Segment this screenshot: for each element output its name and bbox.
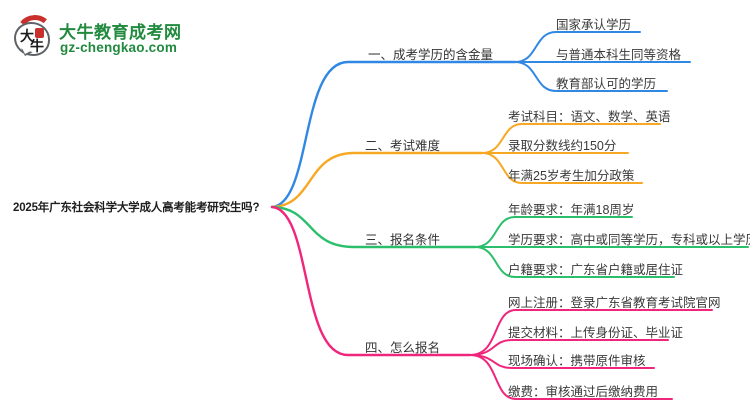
leaf-node: 年满25岁考生加分政策 bbox=[508, 169, 635, 183]
branch-label-4: 四、怎么报名 bbox=[365, 341, 441, 355]
logo-brand-name: 大牛教育成考网 bbox=[59, 23, 182, 42]
leaf-node: 国家承认学历 bbox=[556, 18, 632, 32]
branch-label-1: 一、成考学历的含金量 bbox=[368, 48, 494, 62]
leaf-node: 户籍要求：广东省户籍或居住证 bbox=[508, 263, 684, 277]
logo-char-da: 大 bbox=[20, 30, 34, 45]
leaf-node: 录取分数线约150分 bbox=[508, 139, 617, 153]
connector-b4-leaf-4 bbox=[469, 354, 673, 400]
trunk-branch-3 bbox=[270, 205, 477, 249]
trunk-branch-2 bbox=[270, 151, 484, 209]
branch-label-2: 二、考试难度 bbox=[365, 139, 441, 153]
logo-speech-bubble-icon: 大 牛 bbox=[14, 22, 50, 56]
trunk-branch-1 bbox=[270, 60, 517, 209]
leaf-node: 与普通本科生同等资格 bbox=[556, 48, 682, 62]
leaf-node: 网上注册：登录广东省教育考试院官网 bbox=[508, 296, 721, 310]
connector-b4-leaf-1 bbox=[469, 309, 713, 356]
connector-b3-leaf-1 bbox=[474, 216, 633, 248]
logo-bubble-icon: 大 牛 bbox=[12, 13, 56, 65]
root-topic: 2025年广东社会科学大学成人高考能考研究生吗? bbox=[13, 202, 260, 214]
connector-b2-leaf-3 bbox=[481, 152, 643, 184]
leaf-node: 现场确认：携带原件审核 bbox=[508, 354, 646, 368]
logo-char-niu: 牛 bbox=[30, 40, 44, 55]
branch-label-3: 三、报名条件 bbox=[365, 233, 441, 247]
logo-seal-icon bbox=[35, 28, 44, 38]
leaf-node: 教育部认可的学历 bbox=[556, 77, 657, 91]
trunk-branch-4 bbox=[270, 205, 472, 357]
leaf-node: 缴费：审核通过后缴纳费用 bbox=[508, 385, 659, 399]
connector-b3-leaf-3 bbox=[474, 246, 675, 278]
connector-b1-leaf-1 bbox=[514, 31, 641, 63]
leaf-node: 提交材料：上传身份证、毕业证 bbox=[508, 326, 684, 340]
leaf-node: 年龄要求：年满18周岁 bbox=[508, 203, 635, 217]
site-logo: 大 牛 大牛教育成考网 gz-chengkao.com bbox=[12, 13, 242, 67]
connector-b1-leaf-3 bbox=[514, 61, 668, 92]
logo-site-url: gz-chengkao.com bbox=[60, 40, 178, 55]
leaf-node: 学历要求：高中或同等学历，专科或以上学历 bbox=[508, 233, 750, 247]
leaf-node: 考试科目：语文、数学、英语 bbox=[508, 110, 671, 124]
